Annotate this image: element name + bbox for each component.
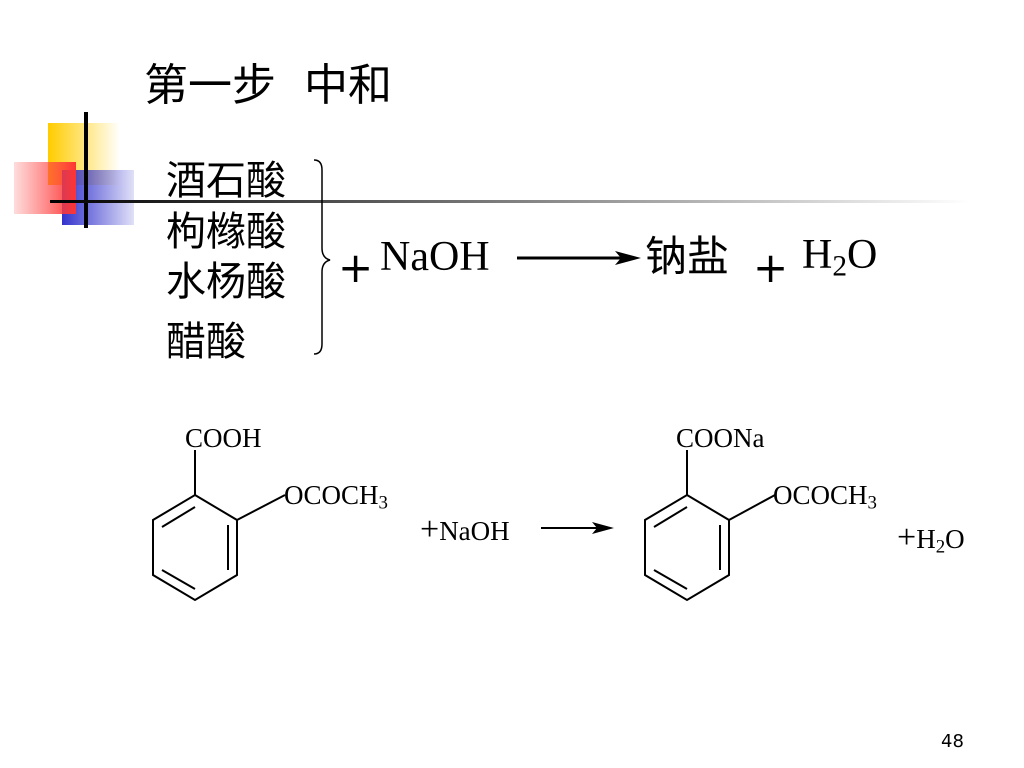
slide-decoration — [14, 112, 970, 228]
aspirin-benzene-ring — [152, 450, 286, 602]
sodium-salt-benzene-ring — [644, 450, 776, 602]
plus-sign-2: + — [753, 243, 789, 292]
acid-group-brace — [313, 159, 331, 355]
acid-salicylic: 水杨酸 — [166, 259, 286, 305]
acid-citric: 枸橼酸 — [166, 209, 286, 255]
acid-tartaric: 酒石酸 — [166, 158, 286, 204]
plus-sign: + — [338, 243, 374, 292]
acid-acetic: 醋酸 — [166, 319, 246, 365]
deco-vertical-line — [84, 112, 88, 228]
aspirin-naoh-reagent: +NaOH — [420, 511, 510, 548]
aspirin-ester-group: OCOCH3 — [284, 480, 388, 514]
salt-water-product: +H2O — [897, 519, 965, 558]
deco-red-square — [14, 162, 76, 214]
deco-horizontal-line — [50, 200, 970, 203]
reagent-naoh: NaOH — [380, 234, 490, 280]
aspirin-cooh-group: COOH — [185, 423, 262, 453]
salt-ester-group: OCOCH3 — [773, 480, 877, 514]
slide-title: 第一步 中和 — [144, 60, 392, 111]
reaction-arrow — [517, 251, 641, 265]
page-number: 48 — [941, 731, 964, 752]
product-sodium-salt: 钠盐 — [645, 232, 730, 281]
second-reaction-arrow — [541, 522, 614, 534]
product-water: H2O — [802, 232, 878, 283]
salt-coona-group: COONa — [676, 423, 765, 453]
